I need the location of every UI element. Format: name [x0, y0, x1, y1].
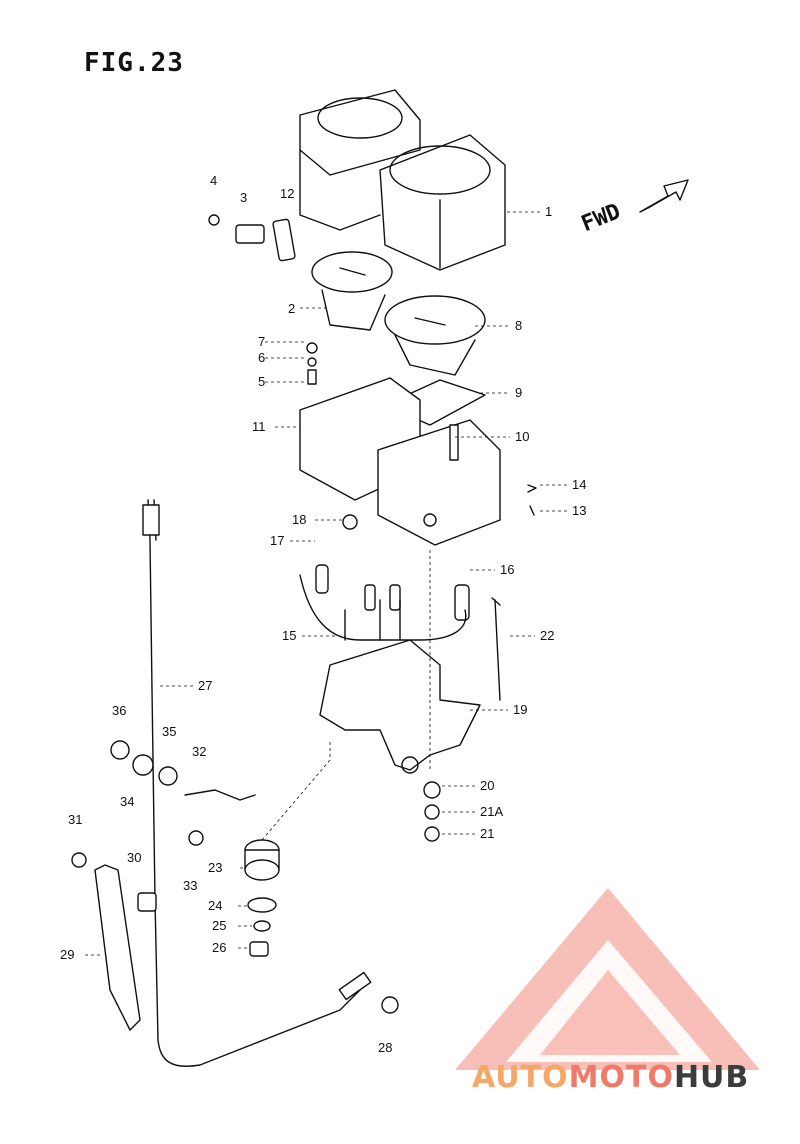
callout-30: 30 [127, 850, 141, 865]
callout-33: 33 [183, 878, 197, 893]
callout-25: 25 [212, 918, 226, 933]
small-hardware [71, 214, 537, 1014]
callout-20: 20 [480, 778, 494, 793]
watermark-brand: AUTOMOTOHUB [472, 1060, 749, 1095]
watermark-part-auto: AUTO [472, 1060, 569, 1095]
callout-19: 19 [513, 702, 527, 717]
speedometer [311, 251, 393, 331]
callout-31: 31 [68, 812, 82, 827]
callout-2: 2 [288, 301, 295, 316]
callout-16: 16 [500, 562, 514, 577]
callout-36: 36 [112, 703, 126, 718]
bulb-sockets [315, 564, 470, 621]
callout-12: 12 [280, 186, 294, 201]
callout-3: 3 [240, 190, 247, 205]
callout-17: 17 [270, 533, 284, 548]
callout-8: 8 [515, 318, 522, 333]
callout-7: 7 [258, 334, 265, 349]
callout-22: 22 [540, 628, 554, 643]
watermark-part-hub: HUB [673, 1060, 750, 1095]
meter-lower-case [299, 377, 501, 546]
callout-26: 26 [212, 940, 226, 955]
forward-arrow-icon [639, 179, 689, 213]
callout-18: 18 [292, 512, 306, 527]
callout-23: 23 [208, 860, 222, 875]
tachometer [384, 295, 486, 376]
meter-case [299, 89, 506, 271]
callout-13: 13 [572, 503, 586, 518]
callout-10: 10 [515, 429, 529, 444]
callout-1: 1 [545, 204, 552, 219]
callout-11: 11 [252, 419, 266, 434]
callout-15: 15 [282, 628, 296, 643]
speedometer-cable [142, 499, 372, 1067]
callout-4: 4 [210, 173, 217, 188]
callout-21: 21 [480, 826, 494, 841]
callout-9: 9 [515, 385, 522, 400]
lower-bracket [319, 639, 481, 774]
callout-6: 6 [258, 350, 265, 365]
wiring-harness [299, 574, 467, 641]
callout-24: 24 [208, 898, 222, 913]
callout-14: 14 [572, 477, 586, 492]
callout-28: 28 [378, 1040, 392, 1055]
watermark-part-moto: MOTO [568, 1060, 674, 1095]
logo-triangle-icon [455, 888, 760, 1070]
callout-21a: 21A [480, 804, 503, 819]
callout-35: 35 [162, 724, 176, 739]
figure-title: FIG.23 [84, 48, 184, 78]
cable-guide [94, 864, 141, 1031]
leader-lines [85, 211, 568, 956]
callout-27: 27 [198, 678, 212, 693]
callout-5: 5 [258, 374, 265, 389]
callout-34: 34 [120, 794, 134, 809]
cushion-set [244, 839, 280, 957]
wire-tie [491, 597, 501, 701]
callout-labels: 1 2 3 4 5 6 7 8 9 10 11 12 13 14 15 16 1… [60, 173, 586, 1055]
callout-32: 32 [192, 744, 206, 759]
callout-29: 29 [60, 947, 74, 962]
